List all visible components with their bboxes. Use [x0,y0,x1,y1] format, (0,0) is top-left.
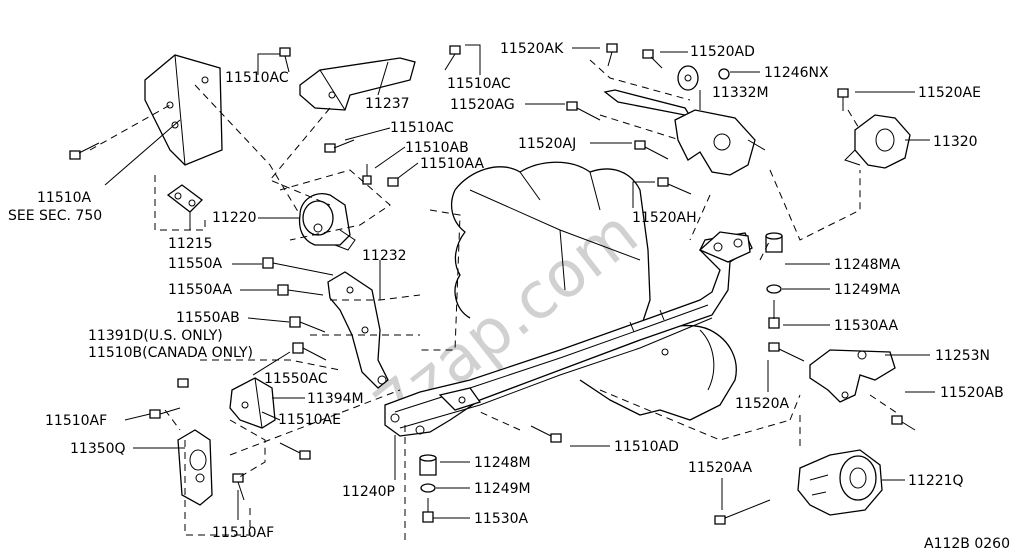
label-11550ac: 11550AC [264,371,328,387]
label-11520ad: 11520AD [690,44,755,60]
label-11237: 11237 [365,96,410,112]
bracket-11253n [809,349,896,403]
part-labels: 11510AC 11237 11510AC 11510AC 11510AB 11… [8,41,1010,552]
washer-11246nx [677,65,730,91]
label-11520ab: 11520AB [940,385,1004,401]
label-11550a: 11550A [168,256,223,272]
mount-11320 [844,114,911,169]
crossmember-11240p [384,231,753,437]
label-11530a: 11530A [474,511,529,527]
bushing-11248m [419,454,437,523]
label-11221q: 11221Q [908,473,964,489]
label-11332m: 11332M [712,85,769,101]
label-11510b: 11510B(CANADA ONLY) [88,345,253,361]
label-11220: 11220 [212,210,257,226]
bolts [69,43,916,525]
label-11248ma: 11248MA [834,257,901,273]
bracket-left-upper [144,54,223,166]
label-11391d: 11391D(U.S. ONLY) [88,328,223,344]
label-11530aa: 11530AA [834,318,899,334]
label-11246nx: 11246NX [764,65,829,81]
label-11550ab: 11550AB [176,310,240,326]
label-11232: 11232 [362,248,407,264]
label-11215: 11215 [168,236,213,252]
label-11520aa: 11520AA [688,460,753,476]
label-11510a: 11510A [37,190,92,206]
label-11510ae: 11510AE [278,412,341,428]
label-see-sec-750: SEE SEC. 750 [8,208,102,224]
figure-code: A112B 0260 [924,536,1010,552]
mount-11221q [797,449,883,516]
leader-lines [104,44,935,520]
engine-outline [451,161,737,421]
rod-11332m [603,89,766,176]
mount-11220 [298,193,356,251]
bracket-11394m [229,377,276,429]
label-11249m: 11249M [474,481,531,497]
label-11510af-a: 11510AF [45,413,107,429]
label-11240p: 11240P [342,484,395,500]
label-11510aa: 11510AA [420,156,485,172]
label-11510ab: 11510AB [405,140,469,156]
label-11520ag: 11520AG [450,97,515,113]
label-11510ad: 11510AD [614,439,679,455]
label-11394m: 11394M [307,391,364,407]
bolt-11530aa [768,300,780,329]
label-11520ah: 11520AH [632,210,697,226]
label-11520aj: 11520AJ [518,136,576,152]
label-11550aa: 11550AA [168,282,233,298]
label-11520ak: 11520AK [500,41,564,57]
label-11510ac-b: 11510AC [447,76,511,92]
label-11510af-b: 11510AF [212,525,274,541]
bushing-11248ma [765,232,783,294]
bracket-11232 [327,271,389,389]
label-11253n: 11253N [935,348,990,364]
plate-11215 [166,184,203,213]
mount-11350q [177,429,213,506]
label-11248m: 11248M [474,455,531,471]
label-11510ac-a: 11510AC [225,70,289,86]
label-11320: 11320 [933,134,978,150]
label-11520a: 11520A [735,396,790,412]
dashed-assembly-lines [89,59,901,540]
label-11249ma: 11249MA [834,282,901,298]
label-11350q: 11350Q [70,441,126,457]
label-11520ae: 11520AE [918,85,981,101]
label-11510ac-c: 11510AC [390,120,454,136]
